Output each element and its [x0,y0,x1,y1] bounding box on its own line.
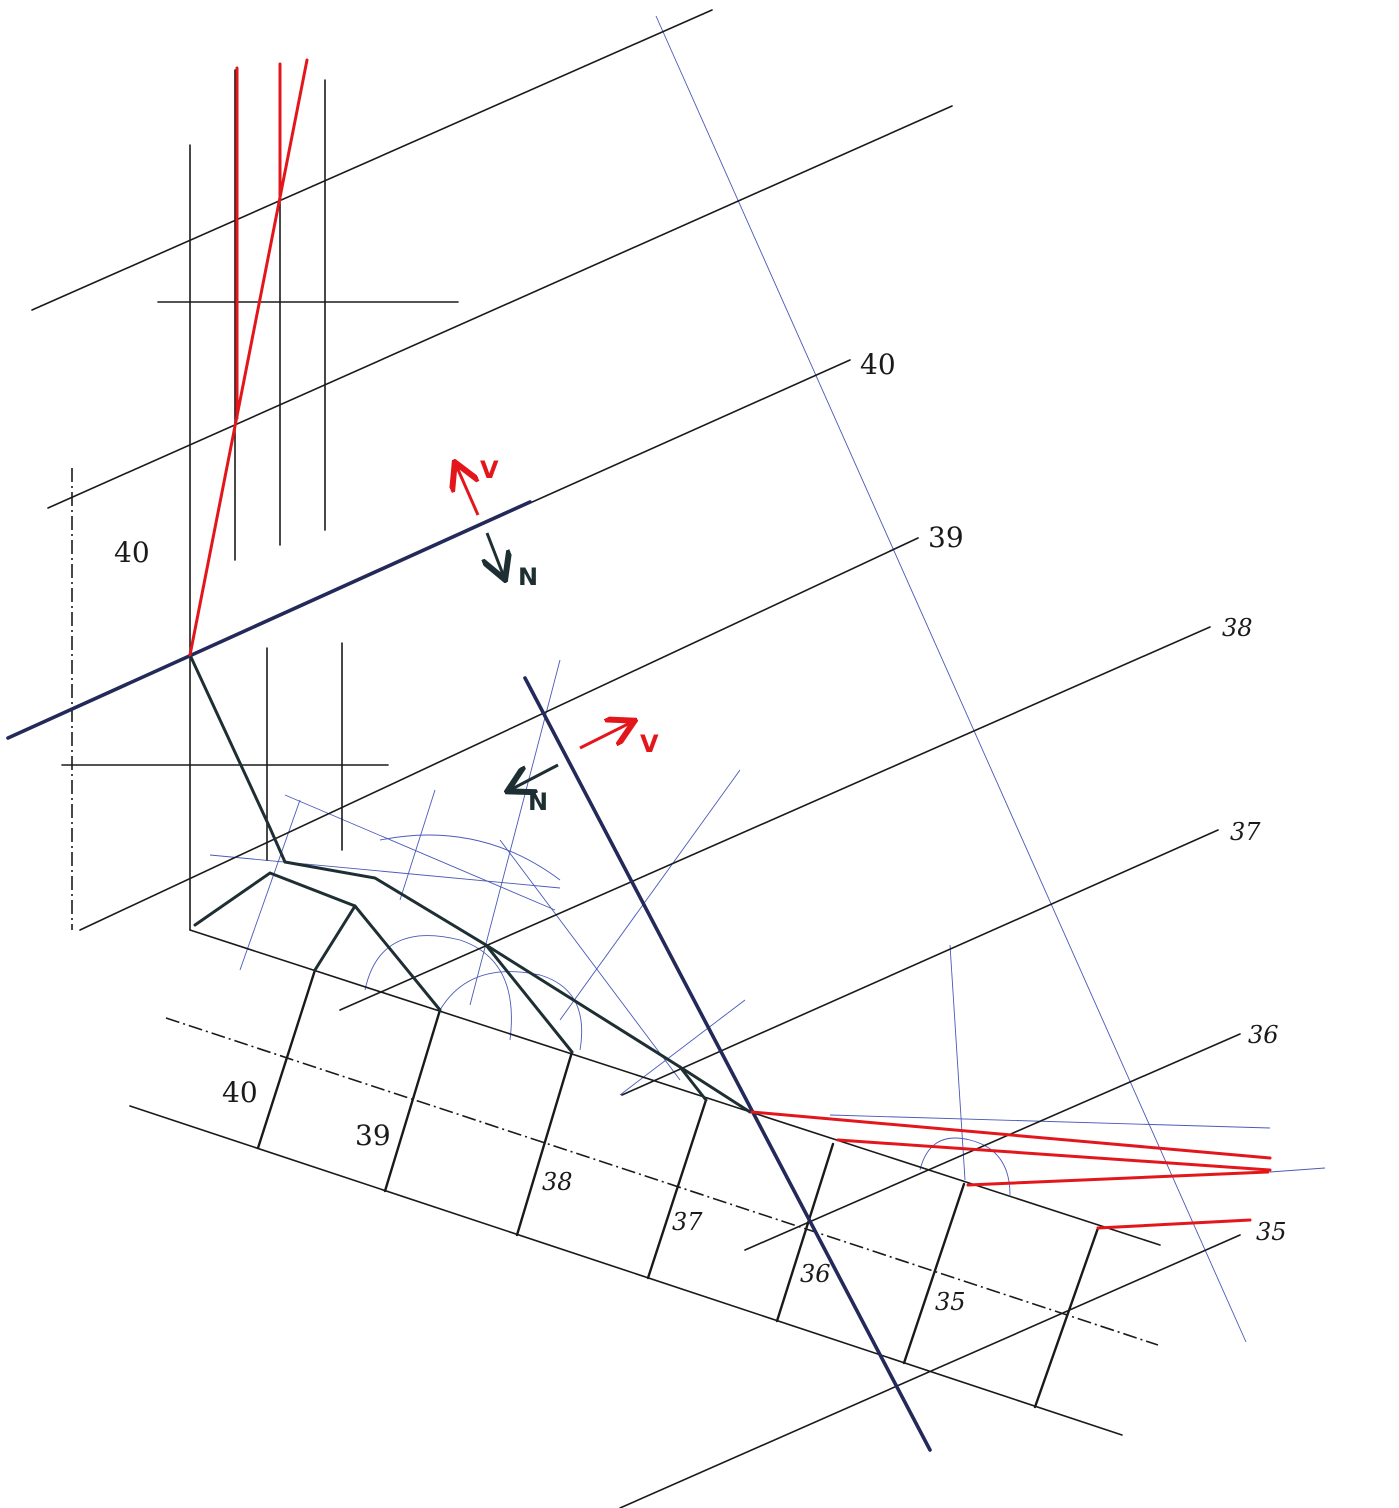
profile-label-36: 36 [800,1260,831,1288]
lower-v-arrow-icon [579,722,632,750]
slope-lines [6,500,932,1452]
profile-label-39: 39 [355,1119,391,1152]
upper-n-label: N [518,563,538,591]
profile-label-35: 35 [935,1288,966,1316]
reference-lines [31,9,1241,1508]
slope-line-lower [523,676,932,1452]
contour-label-left-40: 40 [114,536,150,569]
contour-label-35: 35 [1256,1218,1287,1246]
contour-37-right [621,829,1219,1096]
lower-n-arrow-icon [510,763,559,790]
profile-label-38: 38 [542,1168,573,1196]
lower-n-label: N [528,788,548,816]
lower-v-label: V [640,730,659,758]
profile-dividers [256,968,1100,1409]
contour-38-right [339,626,1211,1011]
lower-vectors: V N [510,722,659,816]
upper-v-arrow-icon [456,465,478,516]
axis-lines [71,468,1159,1346]
profile-label-40: 40 [222,1076,258,1109]
upper-vectors: V N [456,456,538,591]
contour-label-36: 36 [1248,1021,1279,1049]
construction-lines [209,15,1326,1343]
contour-label-37: 37 [1230,818,1261,846]
profile-labels: 40 39 38 37 36 35 [222,1076,966,1316]
upper-v-label: V [480,456,499,484]
profile-label-37: 37 [672,1208,703,1236]
red-traces [188,58,1272,1230]
slope-line-upper [6,500,532,740]
contour-label-38: 38 [1222,614,1253,642]
contour-label-39: 39 [928,521,964,554]
contour-label-40: 40 [860,348,896,381]
ridge-profile [188,653,752,1114]
upper-n-arrow-icon [487,532,504,577]
contour-39-right [79,537,919,931]
contour-labels: 40 39 38 37 36 35 40 [114,348,1287,1246]
contour-36-right [744,1033,1241,1251]
